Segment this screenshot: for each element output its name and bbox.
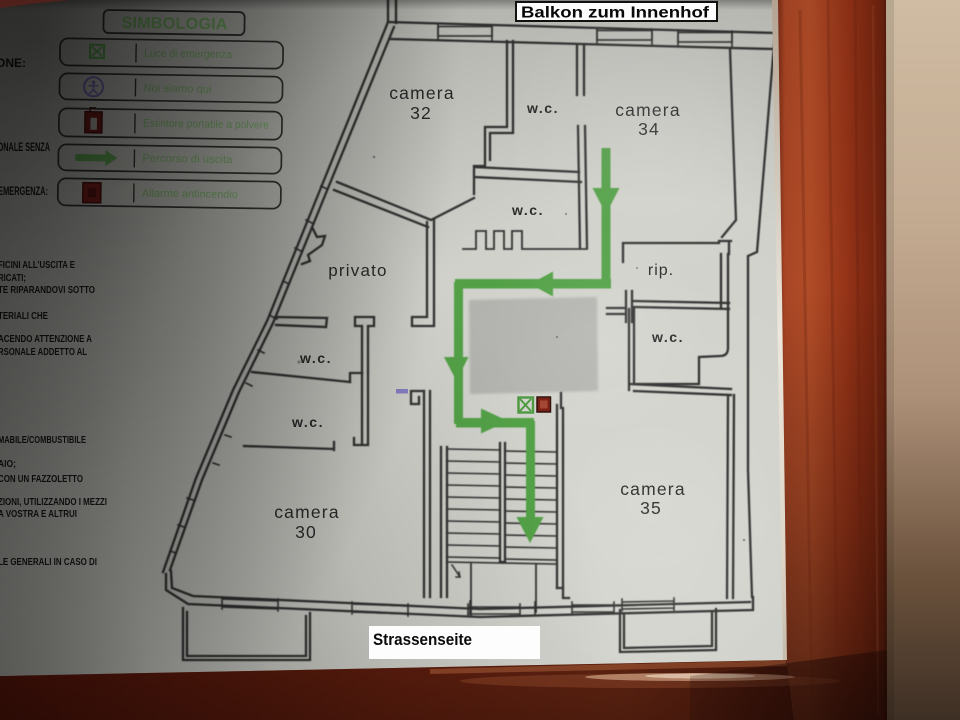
svg-text:Strassenseite: Strassenseite (373, 630, 472, 649)
svg-text:Balkon zum Innenhof: Balkon zum Innenhof (521, 5, 710, 22)
